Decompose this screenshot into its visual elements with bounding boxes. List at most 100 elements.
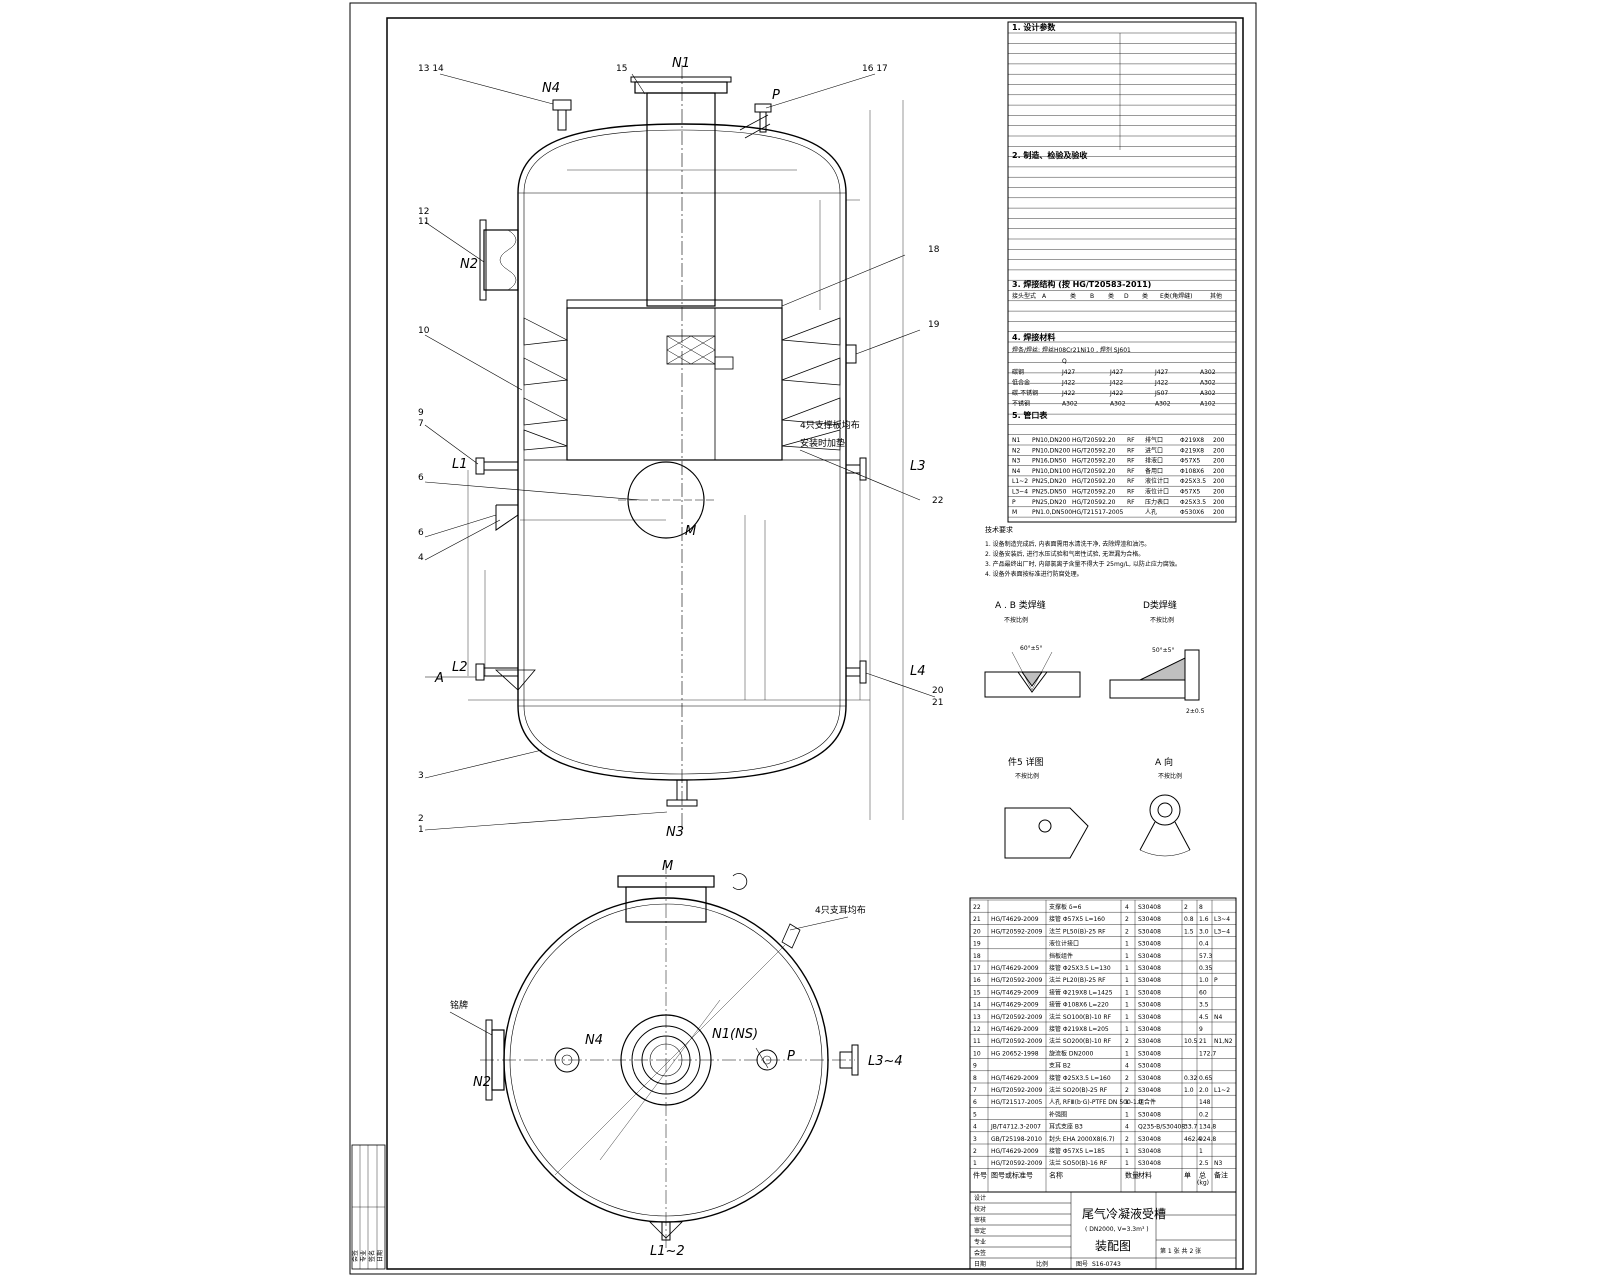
bom-cell: 5 [973,1111,977,1118]
bom-cell: 22 [973,904,981,911]
bom-cell: 组合件 [1138,1098,1156,1106]
bom-cell: 2.0 [1199,1087,1209,1094]
nozzle-cell: 备用口 [1145,467,1163,475]
bom-cell: L1~2 [1214,1087,1230,1094]
bom-cell: 3 [973,1136,977,1143]
weld-material-cell: A302 [1200,369,1216,376]
title-block-role: 校对 [974,1205,986,1213]
balloon-18: 18 [928,245,940,255]
balloon-9: 9 [418,408,424,418]
bom-header-cell: 备注 [1214,1170,1228,1179]
bom-cell: 4 [1125,904,1129,911]
bom-cell: HG/T20592-2009 [991,1087,1043,1094]
plan-label-n4: N4 [585,1033,603,1048]
bom-cell: 1 [1125,1050,1129,1057]
bom-cell: 20 [973,928,981,935]
bom-cell: L3~4 [1214,928,1230,935]
balloon-13-14: 13 14 [418,64,444,74]
weld-material-cell: J422 [1061,380,1075,387]
nozzle-cell: Φ219X8 [1180,447,1204,454]
welding-rod-note: 焊条/焊丝: 焊丝H08Cr21Ni10 , 焊剂 SJ601 [1012,346,1131,354]
bom-cell: S30408 [1138,977,1161,984]
bom-cell: 10 [973,1050,981,1057]
bom-cell: 法兰 SO50(B)-16 RF [1049,1159,1108,1167]
bom-cell: 13 [973,1014,981,1021]
bom-cell: 法兰 PL20(B)-25 RF [1049,976,1106,984]
bom-cell: 18 [973,953,981,960]
nozzle-cell: PN25,DN50 [1032,489,1067,496]
nozzle-cell: 200 [1213,509,1225,516]
balloon-16-17: 16 17 [862,64,888,74]
bom-cell: 1 [973,1160,977,1167]
bom-cell: S30408 [1138,1075,1161,1082]
elevation-view [424,65,936,831]
detail-d-scale: 不按比例 [1150,616,1174,624]
nozzle-label-l2: L2 [452,660,468,675]
bom-cell: 0.65 [1199,1075,1213,1082]
balloon-4: 4 [418,553,424,563]
spec-section-3: 3. 焊接结构 (按 HG/T20583-2011) [1012,279,1151,289]
weld-material-cell: 不锈钢 [1012,400,1030,408]
bom-cell: 1.0 [1199,977,1209,984]
view-arrow-a: A [434,671,444,686]
plan-label-p: P [787,1049,795,1064]
bom-cell: HG/T20592-2009 [991,977,1043,984]
weld-material-cell: A302 [1200,390,1216,397]
bom-header-cell: 件号 [973,1170,987,1179]
bom-cell: 1.5 [1184,928,1194,935]
detail-d-angle: 50°±5° [1152,647,1174,654]
bom-cell: S30408 [1138,1050,1161,1057]
weld-material-cell: J427 [1061,369,1075,376]
bom-cell: HG/T4629-2009 [991,1002,1039,1009]
bom-cell: S30408 [1138,1087,1161,1094]
tech-req-title: 技术要求 [985,525,1013,534]
bom-header-cell: 总 [1199,1170,1206,1179]
bom-cell: 接管 Φ219X8 L=205 [1049,1025,1109,1033]
scale-label: 比例 [1036,1260,1048,1268]
bom-cell: S30408 [1138,1148,1161,1155]
weld-material-cell: A302 [1062,401,1078,408]
nozzle-cell: RF [1127,458,1135,465]
plan-view [449,860,859,1250]
bom-cell: HG/T20592-2009 [991,1038,1043,1045]
nozzle-cell: RF [1127,468,1135,475]
balloon-12: 12 [418,207,429,217]
nozzle-cell: Φ57X5 [1180,489,1200,496]
weld-material-cell: J427 [1109,369,1123,376]
bom-cell: S30408 [1138,928,1161,935]
bom-cell: 法兰 SO20(B)-25 RF [1049,1086,1108,1094]
detail-a-title: A 向 [1155,756,1173,768]
tech-req-line: 1. 设备制造完成后, 内表面需用水清洗干净, 去除焊渣和油污。 [985,540,1150,548]
nozzle-cell: PN16,DN50 [1032,458,1067,465]
weld-material-cell: J427 [1154,369,1168,376]
bom-cell: 14 [973,1002,981,1009]
margin-label: 日期 [376,1250,384,1262]
nozzle-label-m: M [685,524,696,539]
bom-cell: HG/T4629-2009 [991,1026,1039,1033]
nozzle-cell: Φ108X6 [1180,468,1204,475]
bom-cell: S30408 [1138,1002,1161,1009]
nozzle-cell: RF [1127,447,1135,454]
bom-cell: 4 [1125,1063,1129,1070]
balloon-11: 11 [418,217,429,227]
drawing-type: 装配图 [1095,1239,1131,1253]
bom-cell: N4 [1214,1014,1222,1021]
tech-req-line: 2. 设备安装后, 进行水压试验和气密性试验, 无泄漏为合格。 [985,550,1144,558]
plan-label-m: M [662,859,673,874]
weld-joint-col-2: 类 [1070,292,1076,300]
bom-cell: 1 [1125,1111,1129,1118]
bom-cell: 8 [1199,904,1203,911]
nozzle-cell: RF [1127,478,1135,485]
sheet-info: 第 1 张 共 2 张 [1160,1247,1201,1255]
title-block-role: 会签 [974,1249,986,1257]
